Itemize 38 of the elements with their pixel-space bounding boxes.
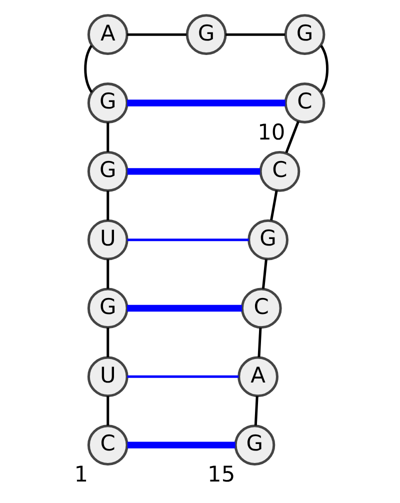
node-circle: G xyxy=(185,14,226,56)
node-circle: G xyxy=(234,424,275,466)
node-label: 10 xyxy=(257,120,285,146)
node-circle: G xyxy=(86,288,128,329)
connector xyxy=(106,396,109,426)
node-circle: C xyxy=(86,424,128,466)
connector xyxy=(126,100,285,106)
connector xyxy=(106,328,109,358)
connector xyxy=(261,259,267,289)
node-circle: G xyxy=(284,14,325,56)
connector xyxy=(84,45,92,93)
connector xyxy=(225,33,284,36)
node-circle: U xyxy=(86,219,128,260)
node-circle: G xyxy=(86,82,128,124)
connector xyxy=(126,442,235,448)
node-circle: U xyxy=(86,356,128,398)
connector xyxy=(254,396,258,426)
connector xyxy=(284,120,299,154)
connector xyxy=(126,375,238,378)
connector xyxy=(126,168,260,175)
connector xyxy=(106,259,109,289)
connector xyxy=(319,45,328,93)
connector xyxy=(126,33,186,36)
connector xyxy=(106,122,109,152)
node-circle: G xyxy=(247,219,288,260)
connector xyxy=(106,190,109,220)
node-circle: A xyxy=(237,356,278,398)
node-label: 1 xyxy=(74,462,88,488)
node-circle: C xyxy=(284,82,325,124)
connector xyxy=(257,328,262,358)
node-circle: G xyxy=(86,150,128,192)
node-circle: C xyxy=(240,288,282,329)
node-circle: A xyxy=(86,14,128,56)
node-circle: C xyxy=(258,150,300,192)
connector xyxy=(126,238,248,242)
connector xyxy=(126,304,242,312)
node-label: 15 xyxy=(207,462,235,488)
connector xyxy=(270,190,278,221)
